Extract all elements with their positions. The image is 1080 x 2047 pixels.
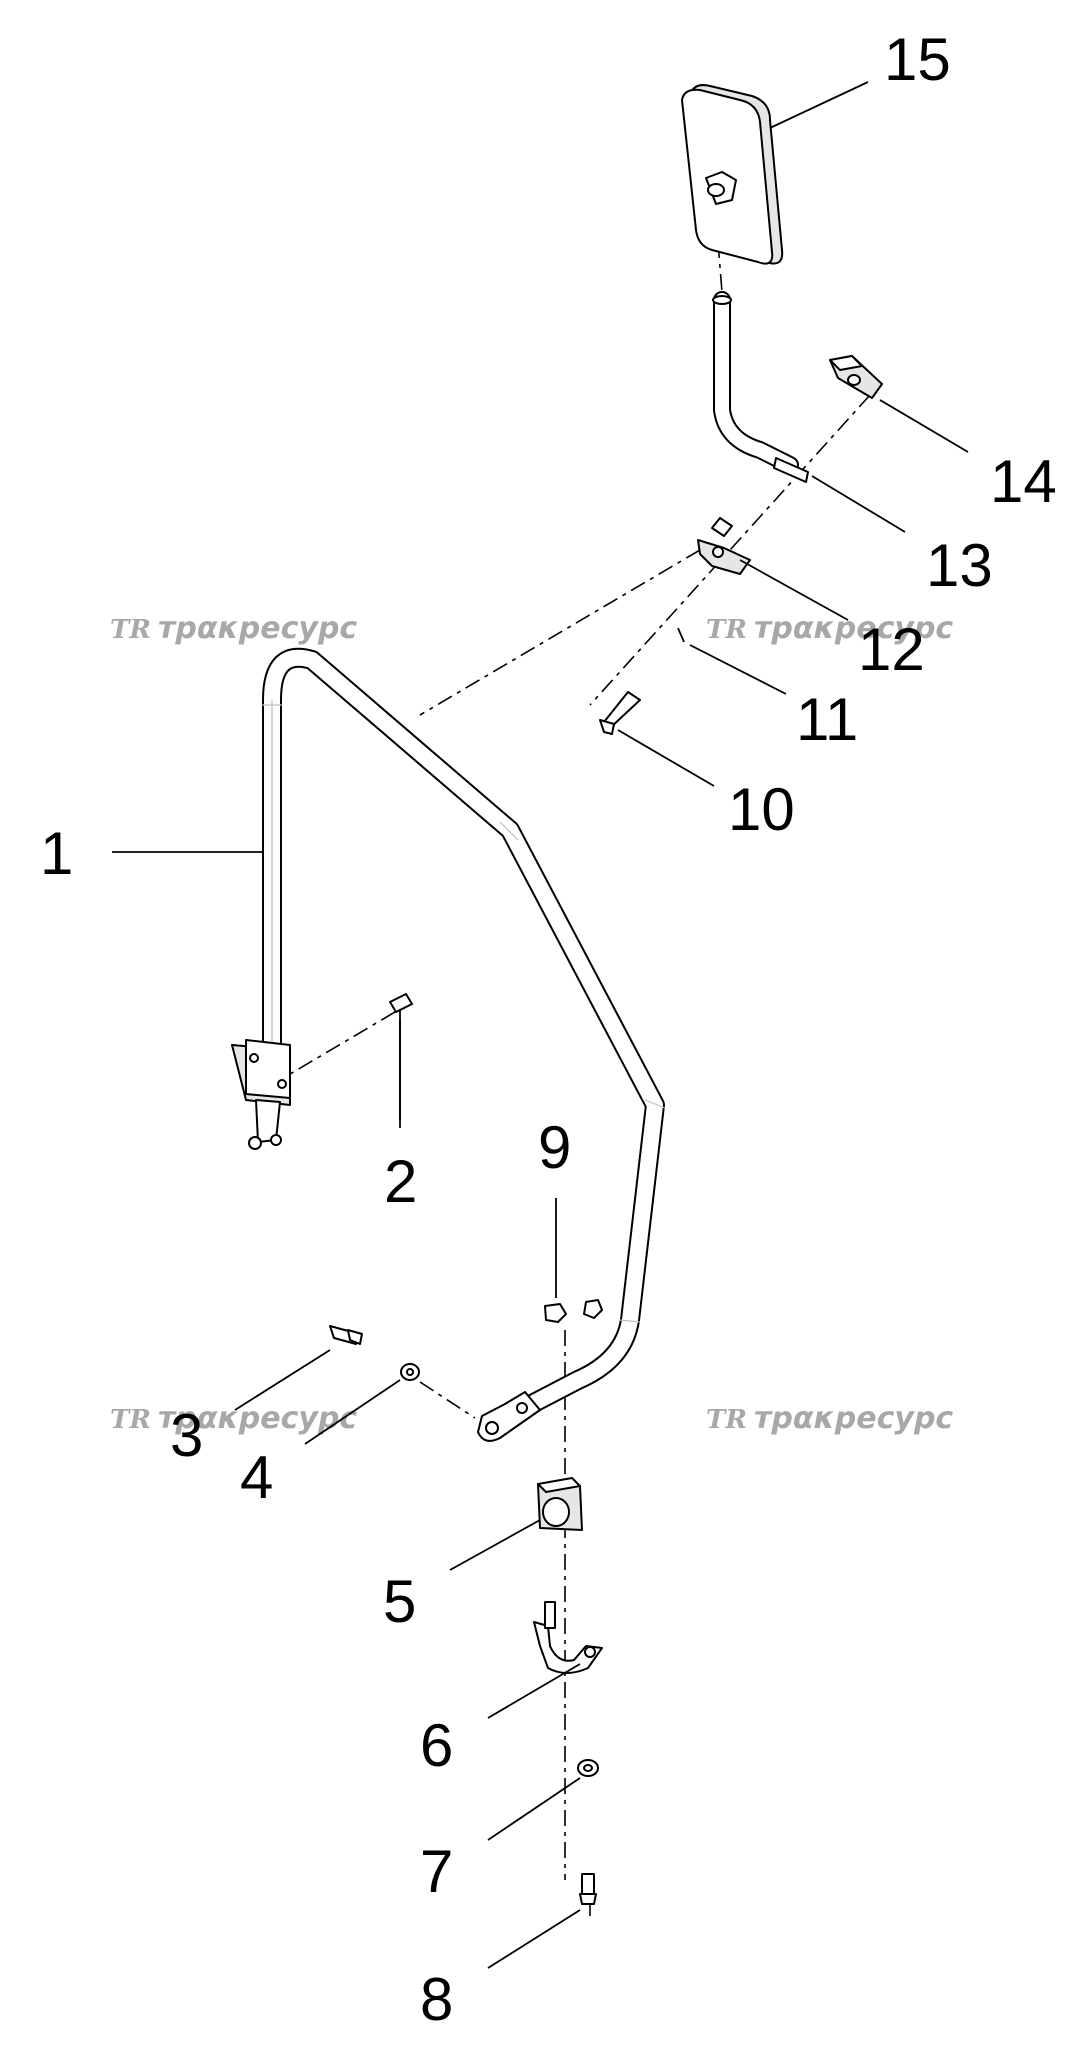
part-14-clamp-cap <box>829 355 883 399</box>
part-1-mirror-bracket <box>231 647 666 1442</box>
part-label-13: 13 <box>926 532 993 599</box>
leader-lines <box>112 81 969 1969</box>
part-12-adapter <box>697 517 751 575</box>
part-4-washer <box>400 1363 420 1381</box>
part-label-8: 8 <box>420 1966 453 2033</box>
part-10-bolt <box>599 691 641 735</box>
watermark-text: трακресурс <box>754 1401 953 1436</box>
part-3-bolt <box>329 1325 363 1345</box>
watermark-4: TR трακресурс <box>706 1401 953 1436</box>
part-13-mirror-arm <box>712 291 809 483</box>
part-label-15: 15 <box>884 26 951 93</box>
part-label-4: 4 <box>240 1444 273 1511</box>
part-label-14: 14 <box>990 448 1057 515</box>
part-5-bushing <box>537 1477 583 1531</box>
watermark-1: TR трακресурс <box>110 611 357 646</box>
part-label-9: 9 <box>538 1114 571 1181</box>
part-label-6: 6 <box>420 1712 453 1779</box>
watermark-text: трακресурс <box>158 611 357 646</box>
part-label-2: 2 <box>384 1148 417 1215</box>
part-7-washer <box>577 1759 599 1777</box>
part-label-1: 1 <box>40 820 73 887</box>
part-label-7: 7 <box>420 1838 453 1905</box>
part-labels: 1 2 3 4 5 6 7 8 9 10 11 12 13 14 15 <box>40 26 1057 2033</box>
part-6-clamp <box>533 1601 603 1674</box>
part-15-mirror-head <box>681 84 784 265</box>
watermark-logo: TR <box>706 615 747 645</box>
part-label-11: 11 <box>796 686 858 753</box>
watermark-2: TR трακресурс <box>706 611 953 646</box>
part-label-3: 3 <box>170 1402 203 1469</box>
part-9-nut <box>544 1299 603 1323</box>
watermark-3: TR трακресурс <box>110 1401 357 1436</box>
part-label-5: 5 <box>383 1568 416 1635</box>
part-label-10: 10 <box>728 776 795 843</box>
watermark-logo: TR <box>110 1405 151 1435</box>
part-8-bolt <box>579 1873 597 1905</box>
watermark-logo: TR <box>706 1405 747 1435</box>
watermark-logo: TR <box>110 615 151 645</box>
part-label-12: 12 <box>858 616 925 683</box>
part-11-pin <box>677 627 685 643</box>
watermark-text: трακресурс <box>754 611 953 646</box>
